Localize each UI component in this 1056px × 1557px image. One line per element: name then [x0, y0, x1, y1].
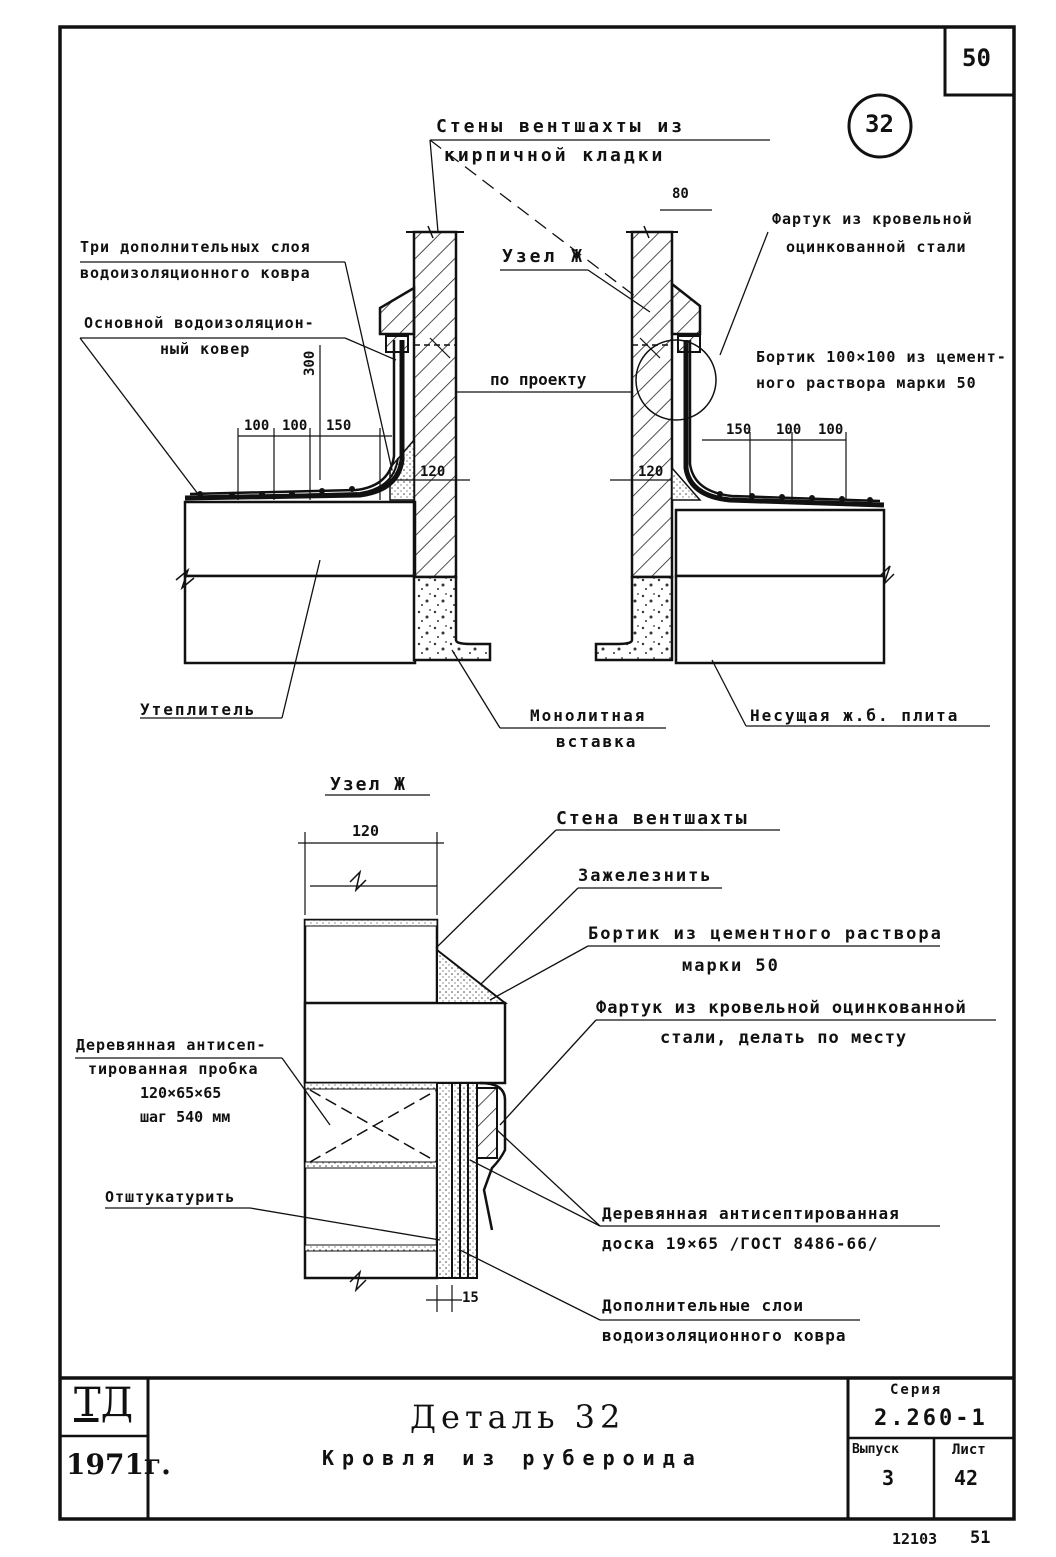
- node-label-apron-2: стали, делать по месту: [660, 1028, 908, 1048]
- label-insert-1: Монолитная: [530, 706, 647, 725]
- label-extra-layers-1: Три дополнительных слоя: [80, 238, 311, 256]
- node-label-curb-2: марки 50: [682, 956, 780, 976]
- dim-wall-right: 120: [638, 464, 664, 480]
- label-curb-2: ного раствора марки 50: [756, 374, 977, 392]
- page-number: 50: [962, 44, 991, 72]
- node-label-board-2: доска 19×65 /ГОСТ 8486-66/: [602, 1234, 879, 1253]
- title-issue-label: Выпуск: [852, 1442, 899, 1457]
- label-slab: Несущая ж.б. плита: [750, 706, 960, 725]
- title-main: Деталь 32: [410, 1398, 626, 1436]
- node-label-board-1: Деревянная антисептированная: [602, 1204, 900, 1223]
- title-issue-value: 3: [882, 1466, 895, 1490]
- label-curb-1: Бортик 100×100 из цемент-: [756, 348, 1007, 366]
- label-apron-1: Фартук из кровельной: [772, 210, 973, 228]
- dim-height-300: 300: [302, 350, 318, 376]
- label-insert-2: вставка: [556, 732, 638, 751]
- node-dim-wall: 120: [352, 822, 380, 840]
- dim-left-2: 100: [282, 418, 308, 434]
- label-walls-2: кирпичной кладки: [444, 145, 666, 166]
- node-dim-bottom: 15: [462, 1290, 479, 1306]
- dim-right-3: 100: [818, 422, 844, 438]
- title-series-value: 2.260-1: [874, 1406, 988, 1431]
- node-label-layers-1: Дополнительные слои: [602, 1296, 805, 1315]
- title-subtitle: Кровля из рубероида: [322, 1446, 703, 1470]
- title-series-label: Серия: [890, 1382, 943, 1398]
- dim-left-3: 150: [326, 418, 352, 434]
- label-walls-1: Стены вентшахты из: [436, 116, 686, 137]
- dim-right-2: 100: [776, 422, 802, 438]
- node-label-plaster: Отштукатурить: [105, 1188, 236, 1206]
- sheet-frame: [58, 25, 1016, 1521]
- node-label-plug-2: тированная пробка: [88, 1060, 259, 1078]
- node-label-plug-4: шаг 540 мм: [140, 1108, 231, 1126]
- node-title: Узел Ж: [330, 774, 408, 795]
- label-node: Узел Ж: [502, 246, 586, 267]
- title-year: 1971г.: [66, 1448, 171, 1481]
- detail-badge: 32: [865, 110, 894, 138]
- dim-wall-top: 80: [672, 186, 689, 202]
- node-label-apron-1: Фартук из кровельной оцинкованной: [596, 998, 967, 1018]
- node-label-iron: Зажелезнить: [578, 866, 713, 886]
- title-org: ТД: [74, 1380, 134, 1426]
- label-insulation: Утеплитель: [140, 700, 257, 719]
- label-apron-2: оцинкованной стали: [786, 238, 967, 256]
- label-main-carpet-1: Основной водоизоляцион-: [84, 314, 315, 332]
- node-label-wall: Стена вентшахты: [556, 808, 749, 829]
- section-drawing: [79, 139, 990, 729]
- node-drawing: [75, 794, 996, 1321]
- dim-wall-left: 120: [420, 464, 446, 480]
- label-main-carpet-2: ный ковер: [160, 340, 251, 358]
- footnote-left: 12103: [892, 1530, 938, 1548]
- title-sheet-label: Лист: [952, 1442, 986, 1458]
- node-label-layers-2: водоизоляционного ковра: [602, 1326, 847, 1345]
- footnote-right: 51: [970, 1528, 991, 1548]
- dim-right-1: 150: [726, 422, 752, 438]
- label-extra-layers-2: водоизоляционного ковра: [80, 264, 311, 282]
- node-label-plug-3: 120×65×65: [140, 1084, 222, 1102]
- title-sheet-value: 42: [954, 1466, 979, 1490]
- dim-left-1: 100: [244, 418, 270, 434]
- node-label-curb-1: Бортик из цементного раствора: [588, 924, 943, 944]
- title-block-frame: [60, 1376, 1014, 1519]
- node-label-plug-1: Деревянная антисеп-: [76, 1036, 267, 1054]
- detail-badge-circle: [847, 93, 913, 159]
- label-by-project: по проекту: [490, 370, 587, 389]
